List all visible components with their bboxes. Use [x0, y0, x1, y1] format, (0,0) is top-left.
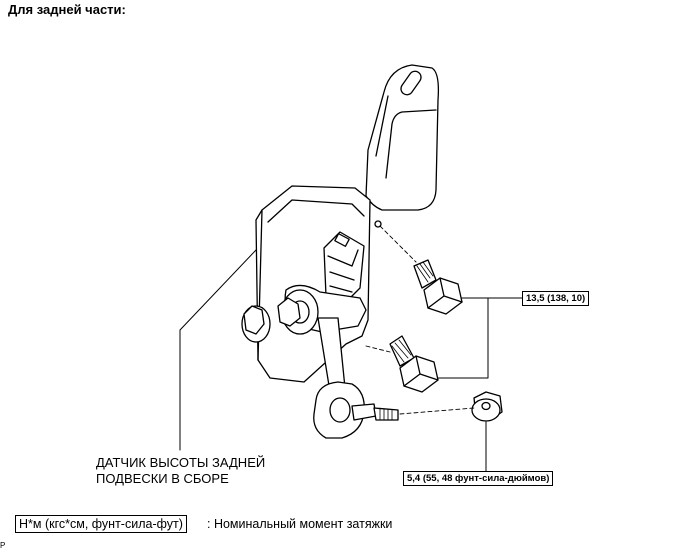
bolt-upper-head-face [427, 277, 463, 309]
link-stud-bolt [351, 403, 377, 421]
alignment-line-upper [379, 225, 417, 263]
alignment-line-nut [399, 407, 475, 415]
bolt-torque-box: 13,5 (138, 10) [522, 291, 590, 306]
bolt-lower-head-face [403, 355, 439, 387]
connector-latch [334, 233, 350, 247]
link-pivot [329, 397, 351, 423]
bracket-hole [374, 220, 382, 228]
upper-bracket-arm [365, 64, 440, 211]
legend-description: : Номинальный момент затяжки [207, 517, 393, 531]
part-name-line-1: ДАТЧИК ВЫСОТЫ ЗАДНЕЙ [96, 455, 266, 470]
leader-part-label [179, 249, 257, 451]
bracket-arm-inner-edge [375, 95, 437, 179]
legend-units-box: Н*м (кгс*см, фунт-сила-фут) [15, 515, 187, 533]
thread-lines [379, 407, 393, 421]
leader-bolt-torque [437, 297, 523, 379]
alignment-line-lower [365, 345, 391, 353]
nut-torque-box: 5,4 (55, 48 фунт-сила-дюймов) [403, 471, 554, 486]
corner-mark: P [0, 541, 6, 550]
flange-nut-hole [481, 401, 491, 411]
bracket-slot [400, 70, 422, 96]
part-name-label: ДАТЧИК ВЫСОТЫ ЗАДНЕЙ ПОДВЕСКИ В СБОРЕ [96, 455, 265, 487]
plate-inner-fold [267, 199, 365, 223]
bolt-lower-thread-lines [391, 339, 412, 363]
bolt-upper-thread-lines [416, 261, 434, 283]
link-stud-thread [373, 407, 399, 421]
connector-detail [327, 249, 359, 293]
diagram-title: Для задней части: [8, 2, 126, 17]
part-name-line-2: ПОДВЕСКИ В СБОРЕ [96, 471, 229, 486]
mount-nut-left [243, 305, 265, 335]
mount-nut-right [277, 297, 301, 327]
